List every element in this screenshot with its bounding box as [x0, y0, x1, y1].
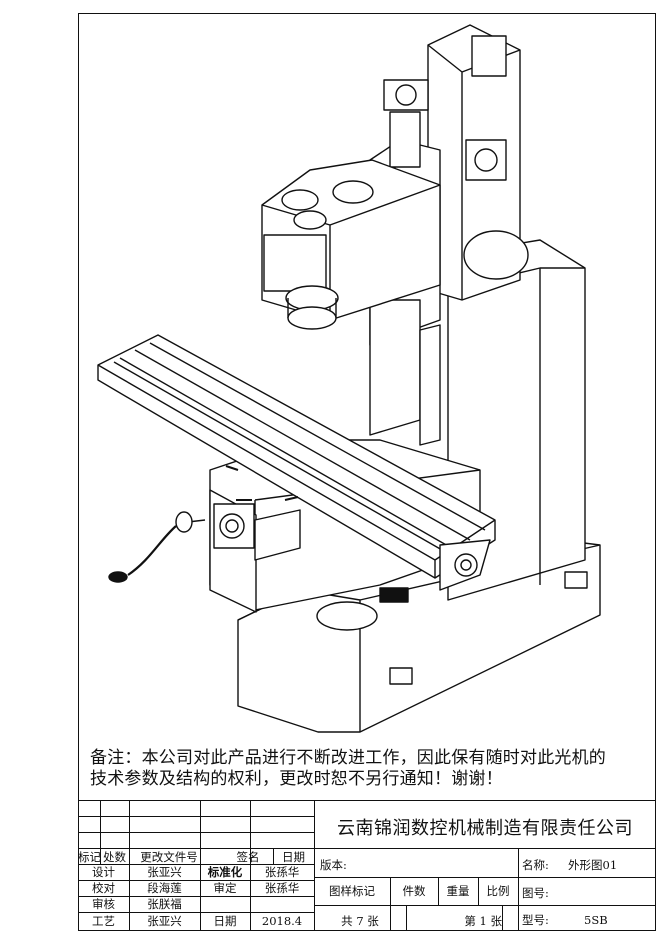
turret-ring	[463, 230, 529, 280]
title-block: 云南锦润数控机械制造有限责任公司 标记 处数 更改文件号 签名 日期 设计 张亚…	[78, 800, 656, 931]
design-label: 设计	[92, 865, 115, 879]
pattern-mark: 图样标记	[329, 884, 375, 898]
company-name: 云南锦润数控机械制造有限责任公司	[337, 818, 633, 839]
header-date: 日期	[282, 850, 305, 864]
milling-machine-drawing	[97, 24, 601, 733]
date-value: 2018.4	[261, 914, 303, 928]
drawing-no-label: 图号:	[522, 886, 549, 900]
worktable	[97, 334, 496, 579]
name-label: 名称:	[522, 858, 549, 872]
process-label: 工艺	[92, 914, 115, 928]
name-value: 外形图01	[568, 858, 618, 872]
note-line-2: 技术参数及结构的权利，更改时恕不另行通知！谢谢！	[90, 769, 503, 789]
header-mark: 标记	[78, 850, 101, 864]
review-name: 张朕福	[147, 897, 182, 911]
standardize-name: 张孫华	[264, 865, 300, 879]
header-location: 处数	[103, 850, 126, 864]
design-name: 张亚兴	[147, 865, 182, 879]
model-label: 型号:	[522, 913, 549, 927]
approve-name: 张孫华	[264, 881, 300, 895]
standardize-label: 标准化	[207, 865, 243, 879]
header-signature: 签名	[236, 850, 260, 864]
approve-label: 审定	[213, 881, 237, 895]
sheet-number: 第 1 张	[464, 914, 502, 928]
model-value: 5SB	[584, 913, 608, 927]
version-label: 版本:	[320, 858, 347, 872]
spindle-nose	[287, 306, 337, 330]
review-label: 审核	[92, 897, 115, 911]
check-label: 校对	[92, 881, 115, 895]
drawing-frame	[78, 13, 656, 931]
check-name: 段海莲	[147, 881, 182, 895]
process-name: 张亚兴	[147, 914, 182, 928]
header-change-doc: 更改文件号	[140, 850, 198, 864]
date-label: 日期	[213, 914, 237, 928]
note-line-1: 备注：本公司对此产品进行不断改进工作，因此保有随时对此光机的	[90, 748, 606, 768]
weight-label: 重量	[446, 884, 470, 898]
scale-label: 比例	[486, 884, 510, 898]
total-sheets: 共 7 张	[341, 914, 379, 928]
quantity-label: 件数	[402, 884, 426, 898]
